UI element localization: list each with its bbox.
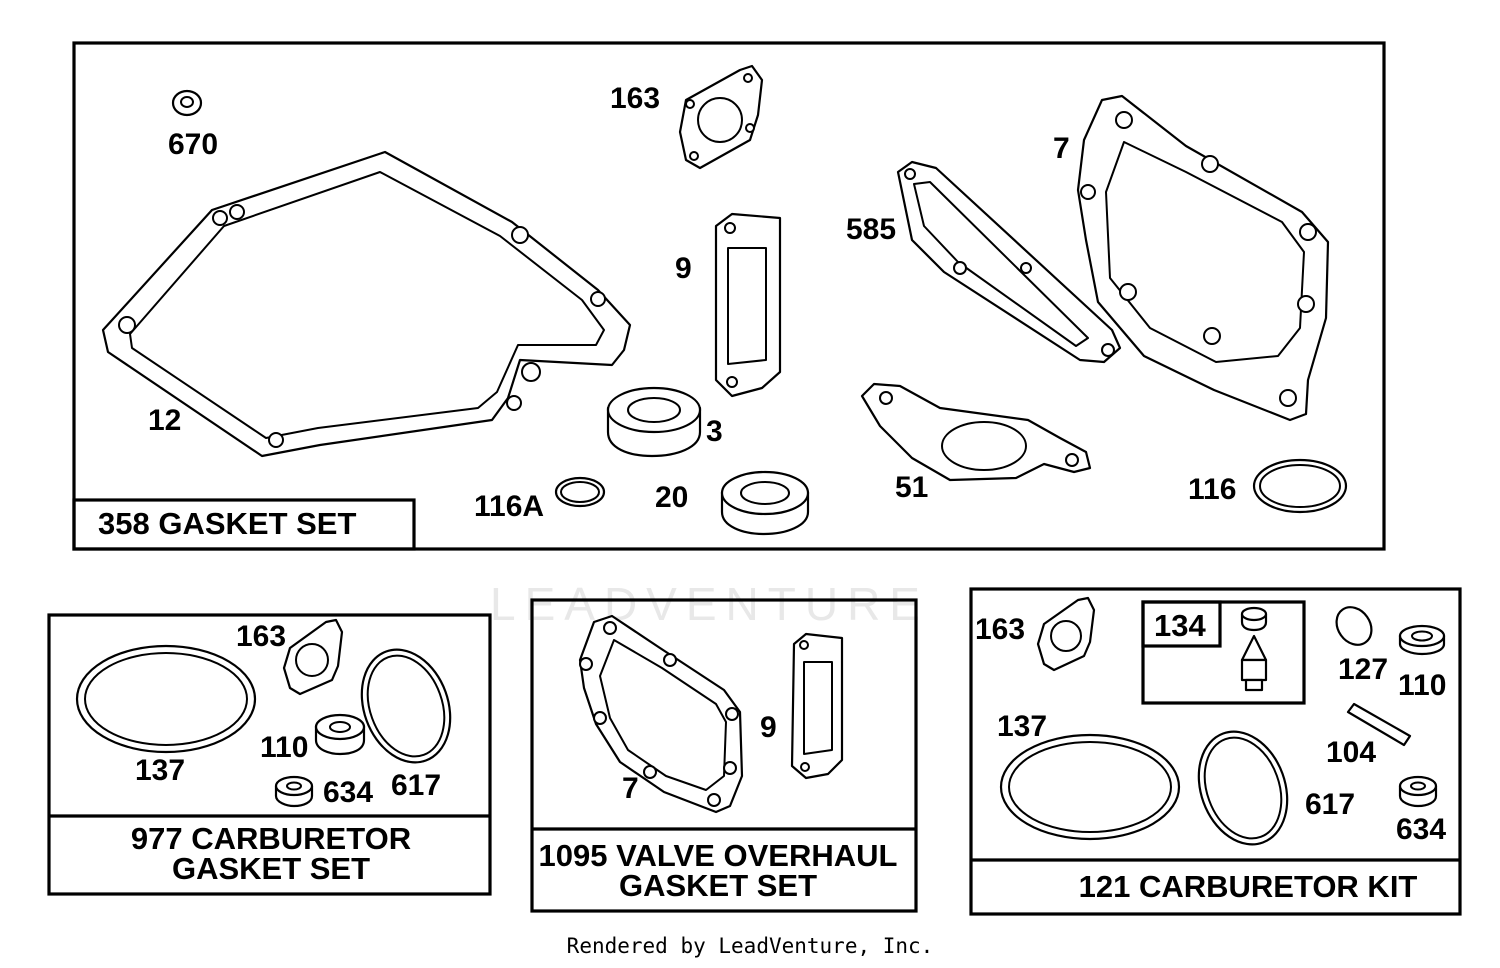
- part-104-shaft-drawing: [1346, 702, 1412, 747]
- sub-kit-134-box: [1141, 600, 1306, 705]
- part-137-gasket-drawing-b: [75, 644, 257, 754]
- part-label-634-d[interactable]: 634: [1396, 813, 1446, 846]
- part-634-washer-drawing-b: [274, 775, 314, 808]
- part-134-inlet-needle-drawing: [1240, 606, 1268, 692]
- part-116a-o-ring-drawing: [554, 476, 606, 508]
- part-110-washer-drawing-b: [314, 713, 366, 756]
- part-116-o-ring-drawing: [1252, 458, 1348, 514]
- part-585-intake-gasket-drawing: [896, 160, 1122, 364]
- part-617-o-ring-drawing-b: [360, 648, 452, 764]
- part-51-exhaust-gasket-drawing: [860, 382, 1092, 482]
- part-127-welch-plug-drawing: [1335, 606, 1373, 646]
- part-7-cylinder-head-gasket-drawing-c: [578, 614, 744, 814]
- part-label-116[interactable]: 116: [1188, 473, 1236, 506]
- part-label-137-b[interactable]: 137: [135, 754, 185, 787]
- part-label-9-c[interactable]: 9: [760, 711, 777, 744]
- sub-kit-134-label-box: [1141, 600, 1222, 648]
- part-163-gasket-drawing-d: [1036, 596, 1096, 672]
- part-label-9[interactable]: 9: [675, 252, 692, 285]
- part-9-valve-cover-gasket-drawing-c: [790, 632, 844, 780]
- carburetor-gasket-set-title-line2: GASKET SET: [172, 851, 370, 886]
- part-label-110-b[interactable]: 110: [260, 731, 308, 764]
- carburetor-gasket-set-panel: [47, 613, 492, 896]
- part-label-634-b[interactable]: 634: [323, 776, 373, 809]
- part-label-20[interactable]: 20: [655, 481, 688, 514]
- part-label-585[interactable]: 585: [846, 213, 896, 246]
- part-label-3[interactable]: 3: [706, 415, 723, 448]
- part-label-127[interactable]: 127: [1338, 653, 1388, 686]
- part-137-gasket-drawing-d: [999, 733, 1181, 841]
- part-label-7-c[interactable]: 7: [622, 772, 639, 805]
- part-label-110-d[interactable]: 110: [1398, 669, 1446, 702]
- watermark-text: LEADVENTURE: [490, 578, 929, 630]
- part-label-670[interactable]: 670: [168, 128, 218, 161]
- carburetor-kit-panel: [969, 587, 1462, 916]
- part-label-116a[interactable]: 116A: [474, 490, 544, 523]
- part-label-7[interactable]: 7: [1053, 132, 1070, 165]
- gasket-set-title: 358 GASKET SET: [98, 506, 356, 541]
- carburetor-kit-title: 121 CARBURETOR KIT: [1079, 869, 1418, 904]
- gasket-set-panel: [72, 41, 1386, 551]
- carburetor-gasket-set-title-line1: 977 CARBURETOR: [131, 821, 411, 856]
- sub-kit-134-label[interactable]: 134: [1154, 608, 1206, 643]
- part-163-carburetor-gasket-drawing: [678, 64, 764, 170]
- part-12-crankcase-gasket-drawing: [101, 150, 632, 458]
- part-label-163-b[interactable]: 163: [236, 620, 286, 653]
- footer-credit: Rendered by LeadVenture, Inc.: [567, 934, 934, 958]
- part-634-washer-drawing-d: [1398, 775, 1438, 808]
- part-label-137-d[interactable]: 137: [997, 710, 1047, 743]
- part-label-617-b[interactable]: 617: [391, 769, 441, 802]
- part-label-163[interactable]: 163: [610, 82, 660, 115]
- gasket-set-title-box: [72, 498, 416, 551]
- part-label-617-d[interactable]: 617: [1305, 788, 1355, 821]
- part-110-washer-drawing-d: [1398, 624, 1446, 656]
- part-label-163-d[interactable]: 163: [975, 613, 1025, 646]
- part-617-o-ring-drawing-d: [1197, 730, 1289, 846]
- part-label-51[interactable]: 51: [895, 471, 928, 504]
- part-label-12[interactable]: 12: [148, 404, 181, 437]
- part-7-cylinder-head-gasket-drawing: [1076, 94, 1330, 422]
- part-9-valve-cover-gasket-drawing: [714, 212, 782, 398]
- valve-overhaul-gasket-set-title-line1: 1095 VALVE OVERHAUL: [539, 838, 898, 873]
- part-163-gasket-drawing-b: [282, 618, 344, 696]
- valve-overhaul-gasket-set-panel: [530, 598, 918, 913]
- part-20-oil-seal-drawing: [720, 470, 810, 536]
- part-3-oil-seal-drawing: [606, 386, 702, 458]
- valve-overhaul-gasket-set-title-line2: GASKET SET: [619, 868, 817, 903]
- part-label-104[interactable]: 104: [1326, 736, 1376, 769]
- part-670-seal-drawing: [171, 89, 203, 117]
